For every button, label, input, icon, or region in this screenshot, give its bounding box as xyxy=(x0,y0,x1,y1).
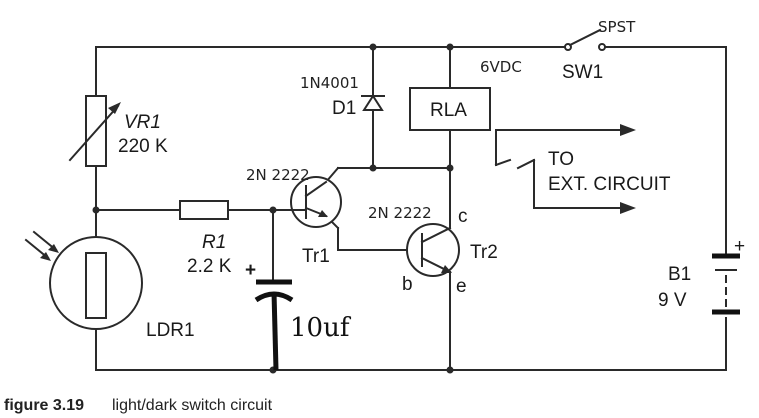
sw1-label: SW1 xyxy=(562,62,603,83)
tr2-part-label: 2N 2222 xyxy=(368,204,432,222)
ext-circuit-label: EXT. CIRCUIT xyxy=(548,174,671,195)
figure-caption: light/dark switch circuit xyxy=(112,397,273,414)
transistor-tr1 xyxy=(290,176,342,228)
tr2-label: Tr2 xyxy=(470,242,498,263)
junction-dots xyxy=(92,43,454,374)
resistor-r1 xyxy=(179,200,229,220)
tr1-part-label: 2N 2222 xyxy=(246,166,310,184)
sw1-type-label: SPST xyxy=(598,18,636,36)
capacitor-plus-label: + xyxy=(245,260,256,281)
d1-part-label: 1N4001 xyxy=(300,74,359,92)
relay-coil xyxy=(409,87,491,131)
d1-label: D1 xyxy=(332,98,356,119)
ldr1-label: LDR1 xyxy=(146,320,195,341)
battery-b1 xyxy=(712,253,740,315)
vr1-value: 220 K xyxy=(118,136,168,157)
ldr-component xyxy=(24,230,143,330)
capacitor-value-label: 10uf xyxy=(290,313,352,343)
tr2-pin-b-label: b xyxy=(402,274,413,295)
transistor-tr2 xyxy=(406,223,460,277)
tr1-label: Tr1 xyxy=(302,246,330,267)
arrow-top-icon xyxy=(620,124,636,136)
relay-voltage-label: 6VDC xyxy=(480,58,522,76)
arrow-bottom-icon xyxy=(620,202,636,214)
figure-number: figure 3.19 xyxy=(4,397,84,414)
r1-label: R1 xyxy=(202,232,226,253)
wires xyxy=(95,46,727,371)
tr2-pin-c-label: c xyxy=(458,206,468,227)
switch-sw1 xyxy=(564,28,606,51)
tr2-pin-e-label: e xyxy=(456,276,467,297)
relay-label: RLA xyxy=(430,100,467,121)
diode-d1 xyxy=(361,94,385,111)
b1-value: 9 V xyxy=(658,290,687,311)
variable-resistor-vr1 xyxy=(68,95,121,167)
r1-value: 2.2 K xyxy=(187,256,232,277)
battery-plus-label: + xyxy=(734,236,745,257)
capacitor xyxy=(254,279,294,371)
to-label: TO xyxy=(548,149,574,170)
vr1-label: VR1 xyxy=(124,112,161,133)
b1-label: B1 xyxy=(668,264,691,285)
